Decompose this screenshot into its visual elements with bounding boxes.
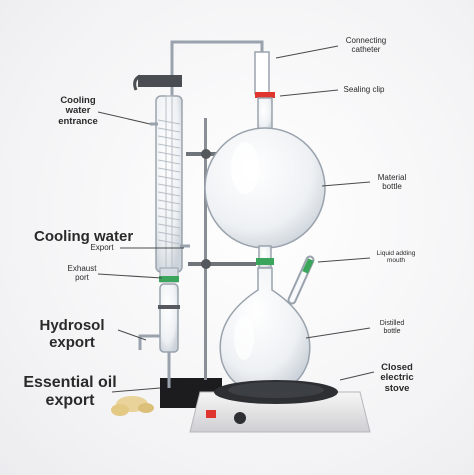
condenser: [150, 95, 190, 283]
label-distilled-bottle: Distilled bottle: [379, 320, 405, 335]
leader-hydrosol: [117, 329, 147, 341]
leader-liquid-adding: [317, 257, 371, 263]
label-cooling-water: Cooling water: [34, 228, 134, 245]
label-essential-oil-export: Essential oil export: [23, 374, 117, 409]
stand-rod: [204, 118, 207, 380]
connecting-catheter: [170, 40, 270, 100]
top-clamp-body: [138, 75, 182, 87]
electric-stove: [189, 380, 371, 433]
separator-clamp: [158, 305, 180, 309]
label-sealing-clip: Sealing clip: [343, 85, 385, 94]
top-clamp-hook: [133, 74, 141, 91]
catheter-tube: [170, 40, 264, 100]
separator-body: [159, 283, 179, 353]
distilled-flask-highlight: [234, 316, 254, 360]
essential-oil-sample: [111, 396, 154, 416]
label-material-bottle: Material bottle: [377, 173, 407, 191]
middle-green-clip: [256, 258, 274, 265]
label-connecting-catheter: Connecting catheter: [345, 36, 387, 54]
condenser-coil: [157, 119, 181, 245]
label-cooling-water-entrance: Cooling water entrance: [58, 95, 98, 127]
material-flask-neck: [257, 97, 273, 133]
label-export: Export: [90, 243, 114, 252]
leader-sealing: [279, 89, 339, 97]
hydrosol-outlet-tube: [138, 334, 160, 350]
leader-cooling-entrance: [97, 111, 151, 125]
leader-distilled: [305, 327, 371, 339]
oil-blob-2: [111, 404, 129, 416]
label-exhaust-port: Exhaust port: [67, 264, 97, 282]
leader-catheter: [275, 45, 339, 59]
stove-power-light: [206, 410, 216, 418]
oil-blob-3: [138, 403, 154, 413]
leader-material: [321, 181, 371, 187]
separator: [138, 283, 180, 388]
side-green-clip: [302, 258, 314, 274]
leader-exhaust: [97, 273, 163, 279]
material-flask-bulb: [204, 127, 326, 249]
lower-clamp-knob: [201, 259, 211, 269]
sealing-clip-ring: [255, 92, 275, 98]
distilled-flask: [219, 255, 315, 393]
catheter-joint: [254, 51, 270, 95]
stove-hotplate-inner: [228, 382, 324, 398]
material-flask: [204, 92, 326, 269]
leader-oil: [111, 387, 161, 393]
label-liquid-adding-mouth: Liquid adding mouth: [376, 250, 416, 265]
label-hydrosol-export: Hydrosol export: [39, 317, 105, 351]
stove-knob: [234, 412, 246, 424]
leader-stove: [339, 371, 375, 381]
lower-clamp-arm: [188, 262, 256, 266]
condenser-green-clip: [159, 276, 179, 282]
label-closed-electric-stove: Closed electric stove: [380, 362, 414, 394]
upper-clamp-knob: [201, 149, 211, 159]
material-flask-highlight: [231, 142, 259, 194]
leader-lines: [97, 45, 375, 393]
top-clamp: [133, 74, 182, 91]
